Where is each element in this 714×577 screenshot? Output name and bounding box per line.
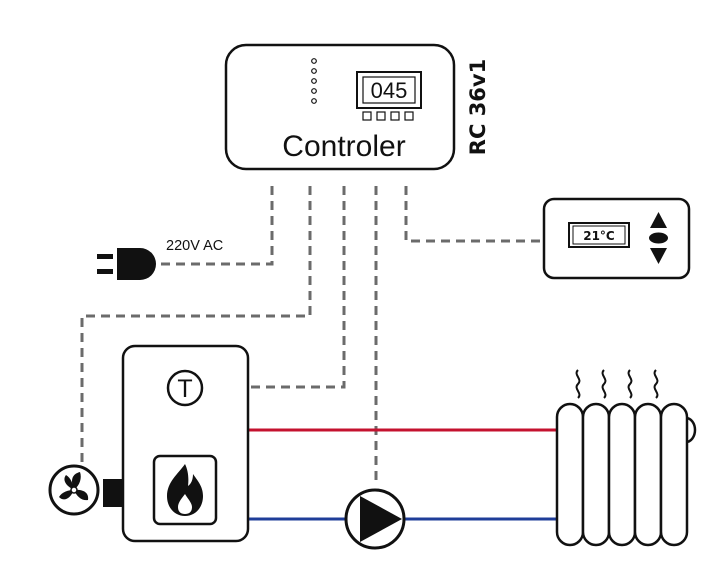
boiler: T bbox=[121, 344, 250, 543]
signal-lines bbox=[80, 186, 544, 484]
thermostat-display-value: 21°C bbox=[583, 229, 615, 243]
heat-waves-icon bbox=[575, 369, 659, 399]
power-label: 220V AC bbox=[166, 238, 223, 254]
circulation-pump-icon bbox=[344, 488, 406, 550]
thermostat-knob-icon bbox=[649, 232, 668, 244]
radiator bbox=[555, 369, 697, 547]
down-arrow-icon bbox=[650, 248, 667, 264]
controller-unit: 045 Controler bbox=[224, 43, 456, 171]
sensor-label: T bbox=[177, 375, 192, 403]
controller-buttons bbox=[362, 111, 414, 121]
controller-model-label: RC 36v1 bbox=[466, 59, 490, 155]
controller-label: Controler bbox=[282, 130, 405, 163]
temperature-sensor-icon: T bbox=[166, 369, 204, 407]
flame-icon bbox=[167, 464, 203, 516]
controller-button bbox=[390, 111, 400, 121]
controller-button bbox=[362, 111, 372, 121]
room-thermostat: 21°C bbox=[542, 197, 691, 280]
power-line bbox=[156, 186, 274, 266]
controller-display-value: 045 bbox=[371, 78, 408, 103]
up-arrow-icon bbox=[650, 212, 667, 228]
controller-button bbox=[404, 111, 414, 121]
sensor-line bbox=[203, 186, 346, 389]
thermostat-line bbox=[404, 186, 544, 243]
fan-icon bbox=[48, 464, 123, 516]
pipes bbox=[248, 428, 559, 521]
status-leds bbox=[311, 58, 317, 104]
power-plug-icon bbox=[97, 248, 156, 280]
controller-button bbox=[376, 111, 386, 121]
fan-line bbox=[80, 186, 312, 462]
controller-display: 045 bbox=[356, 71, 422, 109]
